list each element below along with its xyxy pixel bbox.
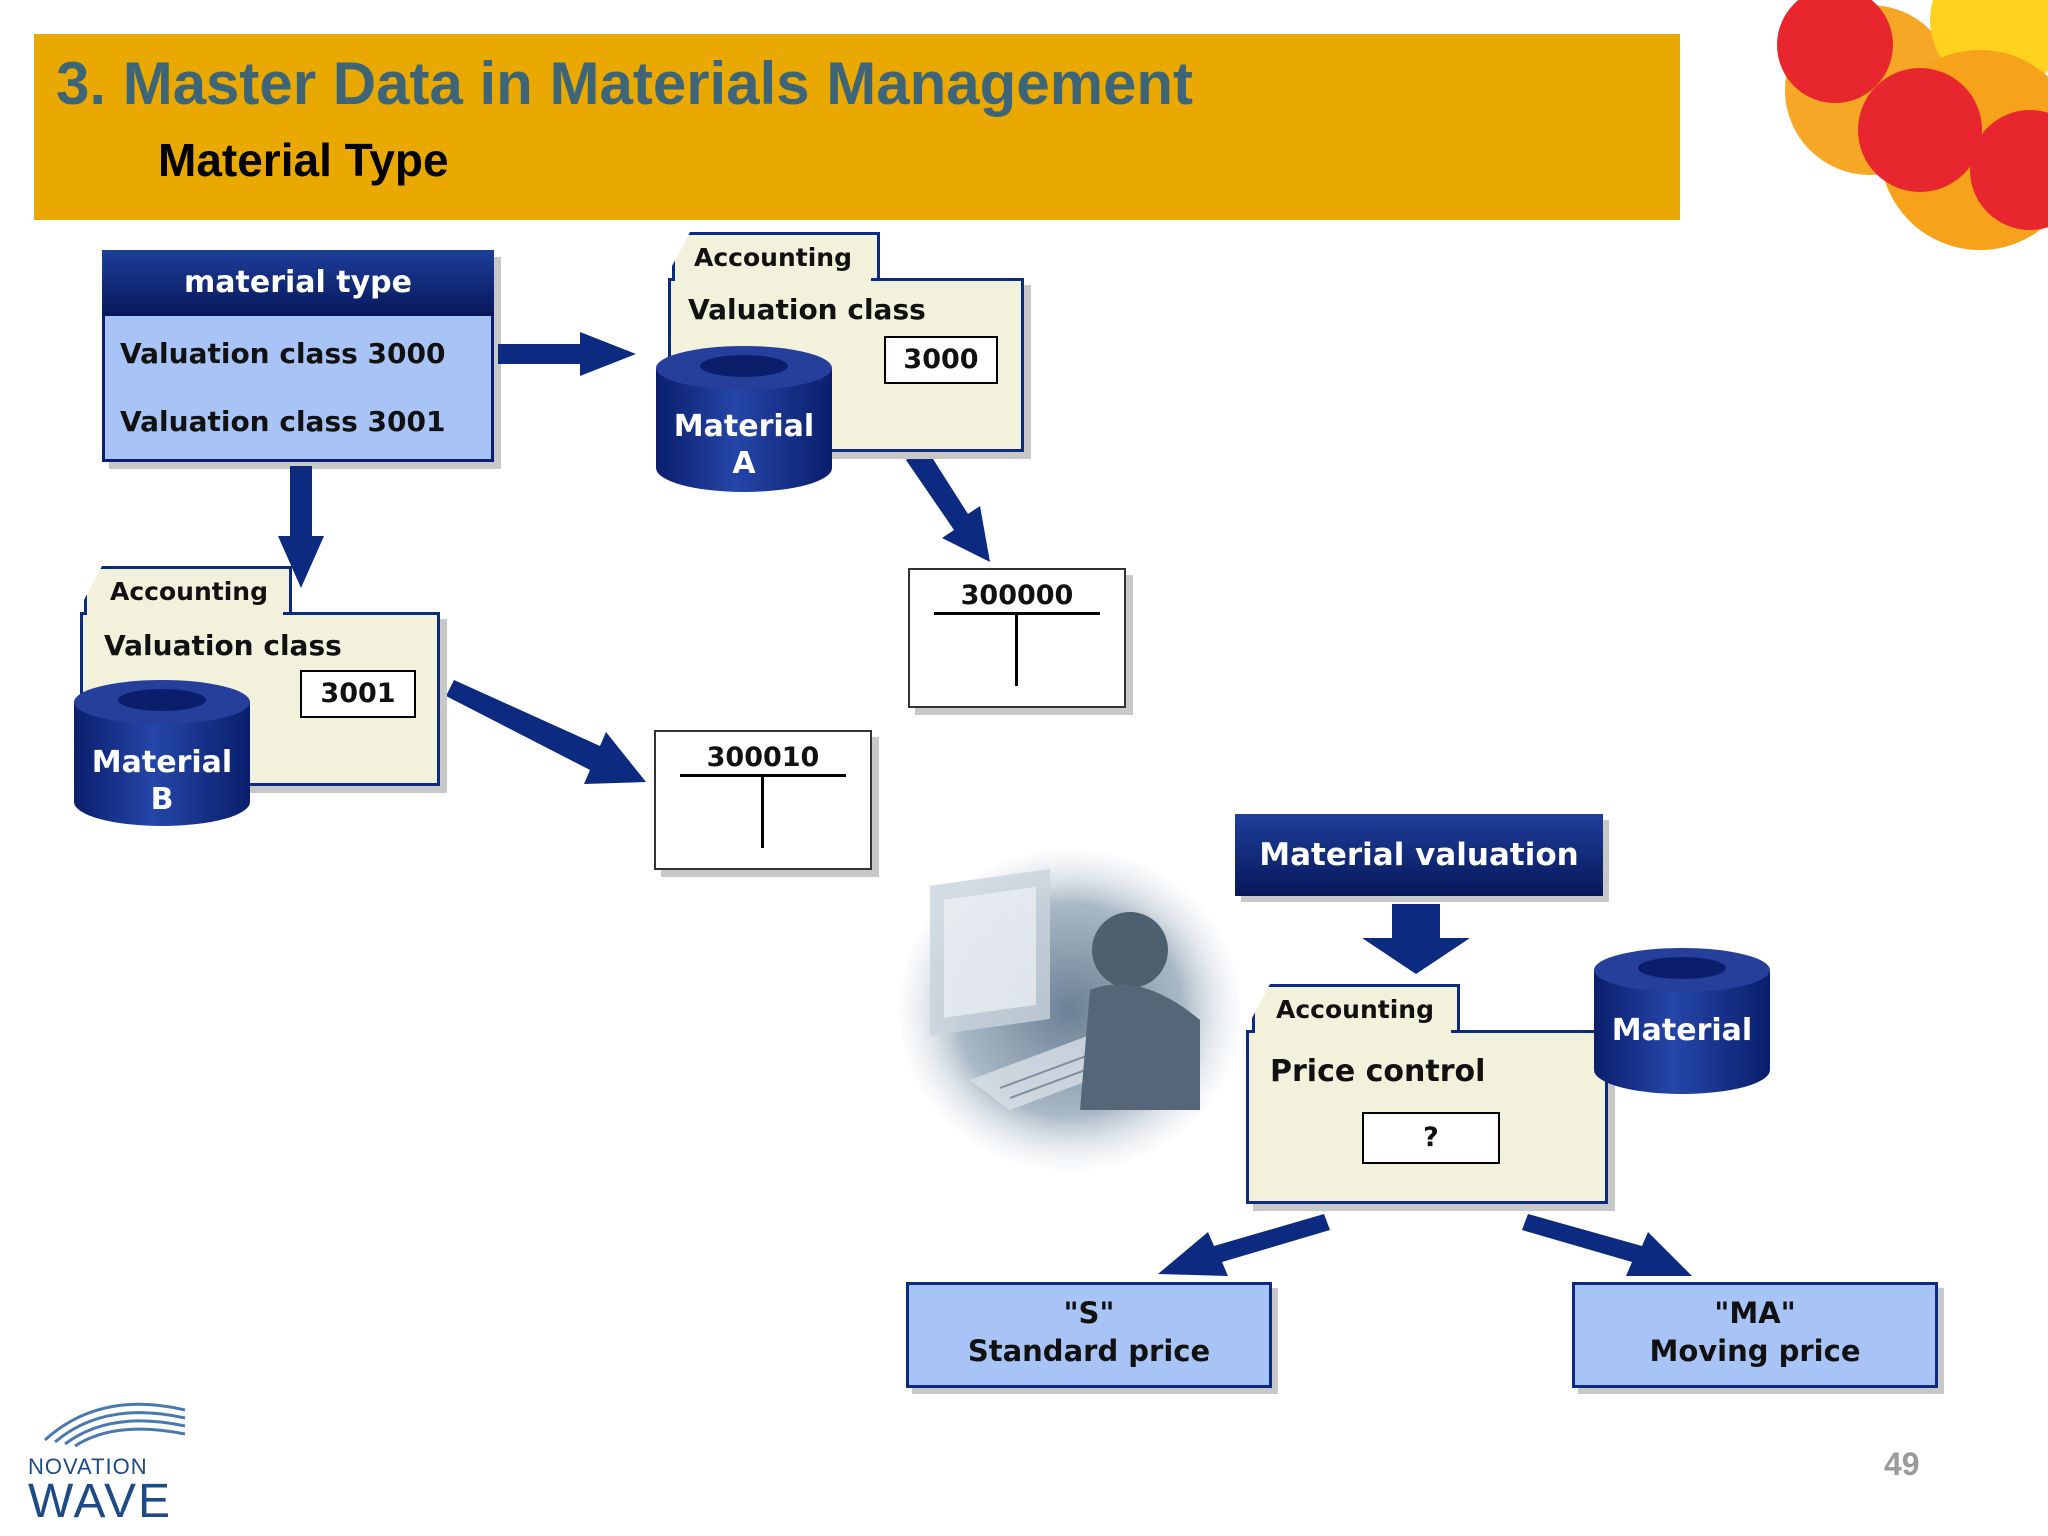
page-number: 49 xyxy=(1884,1446,1920,1482)
material-valuation-heading: Material valuation xyxy=(1259,837,1579,873)
material-type-header xyxy=(102,250,494,316)
wave-logo-icon xyxy=(43,1402,186,1448)
person-at-computer-image xyxy=(900,850,1240,1170)
valuation-class-item: Valuation class 3001 xyxy=(120,405,446,438)
material-label: Material xyxy=(91,745,233,780)
valuation-class-value: 3001 xyxy=(300,670,416,718)
standard-price-text: "S" Standard price xyxy=(906,1294,1272,1370)
arrow-diagonal-icon xyxy=(906,448,990,562)
valuation-class-value: 3000 xyxy=(884,336,998,384)
accounting-tab-label: Accounting xyxy=(110,577,268,606)
arrow-diagonal-icon xyxy=(1522,1214,1692,1276)
database-icon xyxy=(1594,948,1770,1094)
t-account: 300000 xyxy=(908,568,1126,708)
accounting-tab-label: Accounting xyxy=(1276,995,1434,1024)
t-account-line xyxy=(1015,612,1018,686)
t-account-line xyxy=(761,774,764,848)
material-type-heading: material type xyxy=(184,265,412,300)
moving-price-text: "MA" Moving price xyxy=(1572,1294,1938,1370)
price-control-value: ? xyxy=(1362,1112,1500,1164)
material-label: Material xyxy=(1611,1013,1753,1048)
arrow-down-icon xyxy=(278,466,324,588)
accounting-tab-label: Accounting xyxy=(694,243,852,272)
material-a-label: Material A xyxy=(656,408,832,482)
arrow-right-icon xyxy=(498,332,636,376)
valuation-class-label: Valuation class xyxy=(688,293,926,326)
account-number: 300000 xyxy=(960,580,1074,611)
logo-text: WAVE xyxy=(28,1475,173,1528)
account-number: 300010 xyxy=(706,742,820,773)
tab-join xyxy=(87,606,283,618)
material-label: Material xyxy=(673,409,815,444)
database-icon xyxy=(656,346,832,492)
tab-join xyxy=(1255,1024,1451,1036)
material-id: B xyxy=(150,782,174,817)
price-control-label: Price control xyxy=(1270,1054,1486,1089)
page-subtitle: Material Type xyxy=(158,134,449,186)
price-code: "S" xyxy=(1063,1296,1115,1330)
database-icon xyxy=(74,680,250,826)
corner-decoration xyxy=(1777,0,2048,250)
t-account: 300010 xyxy=(654,730,872,870)
price-code: "MA" xyxy=(1714,1296,1796,1330)
valuation-class-item: Valuation class 3000 xyxy=(120,337,446,370)
material-b-label: Material B xyxy=(74,744,250,818)
page-title: 3. Master Data in Materials Management xyxy=(56,50,1194,117)
price-label: Standard price xyxy=(967,1334,1211,1368)
material-valuation-box xyxy=(1235,814,1603,896)
moving-price-box xyxy=(1572,1282,1938,1388)
price-label: Moving price xyxy=(1649,1334,1861,1368)
arrow-diagonal-icon xyxy=(1158,1214,1330,1276)
material-id: A xyxy=(732,446,756,481)
arrow-diagonal-icon xyxy=(446,680,646,784)
header-banner xyxy=(34,34,1680,220)
logo-text: NOVATION xyxy=(28,1454,148,1479)
arrow-down-icon xyxy=(1362,904,1470,974)
valuation-class-label: Valuation class xyxy=(104,629,342,662)
tab-join xyxy=(675,272,871,284)
standard-price-box xyxy=(906,1282,1272,1388)
